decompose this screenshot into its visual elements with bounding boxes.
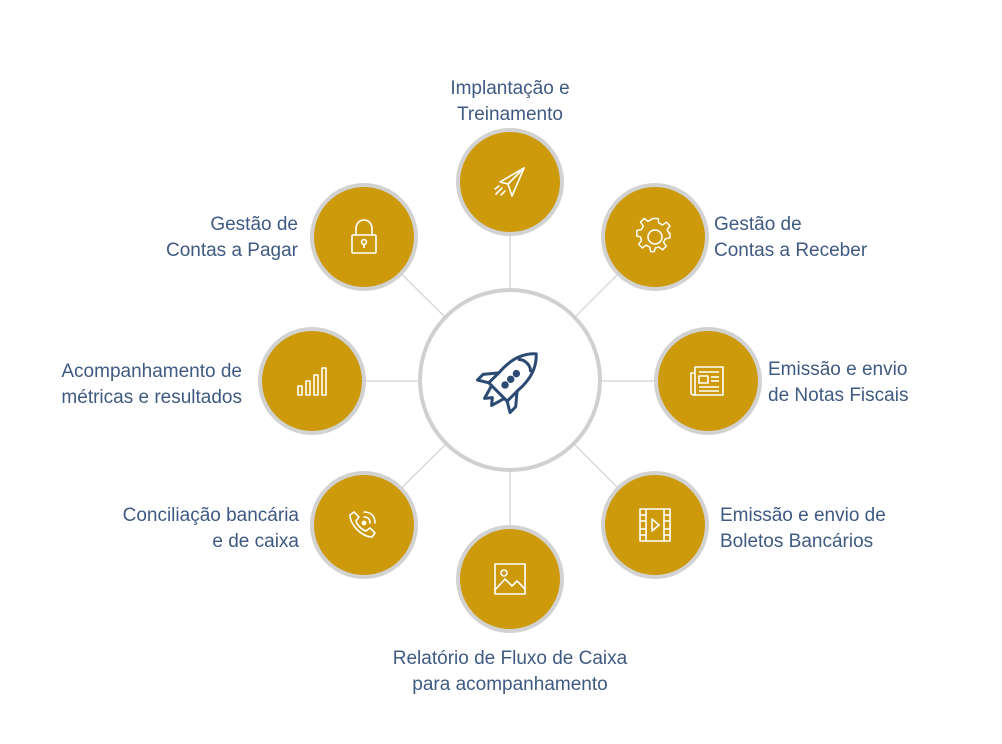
label-notas-fiscais: Emissão e envio de Notas Fiscais	[768, 359, 909, 406]
paper-plane-icon	[494, 167, 525, 197]
label-contas-pagar: Gestão de Contas a Pagar	[165, 214, 298, 261]
service-node-conciliacao[interactable]	[310, 471, 418, 579]
service-node-fluxo-caixa[interactable]	[456, 525, 564, 633]
image-icon	[494, 563, 526, 595]
label-conciliacao: Conciliação bancária e de caixa	[122, 505, 299, 552]
service-node-metricas[interactable]	[258, 327, 366, 435]
gear-icon	[636, 217, 671, 253]
newspaper-icon	[690, 366, 724, 396]
service-node-boletos[interactable]	[601, 471, 709, 579]
video-file-icon	[639, 508, 671, 542]
label-contas-receber: Gestão de Contas a Receber	[714, 214, 868, 261]
label-boletos: Emissão e envio de Boletos Bancários	[720, 505, 886, 552]
service-node-contas-pagar[interactable]	[310, 183, 418, 291]
phone-icon	[349, 511, 376, 538]
rocket-icon	[475, 352, 538, 415]
label-metricas: Acompanhamento de métricas e resultados	[61, 361, 242, 408]
service-node-notas-fiscais[interactable]	[654, 327, 762, 435]
lock-icon	[351, 219, 377, 254]
label-fluxo-caixa: Relatório de Fluxo de Caixa para acompan…	[392, 648, 628, 695]
service-node-contas-receber[interactable]	[601, 183, 709, 291]
service-node-implantacao[interactable]	[456, 128, 564, 236]
center-hub	[418, 288, 602, 472]
bar-chart-icon	[297, 367, 327, 396]
label-implantacao: Implantação e Treinamento	[450, 78, 570, 125]
